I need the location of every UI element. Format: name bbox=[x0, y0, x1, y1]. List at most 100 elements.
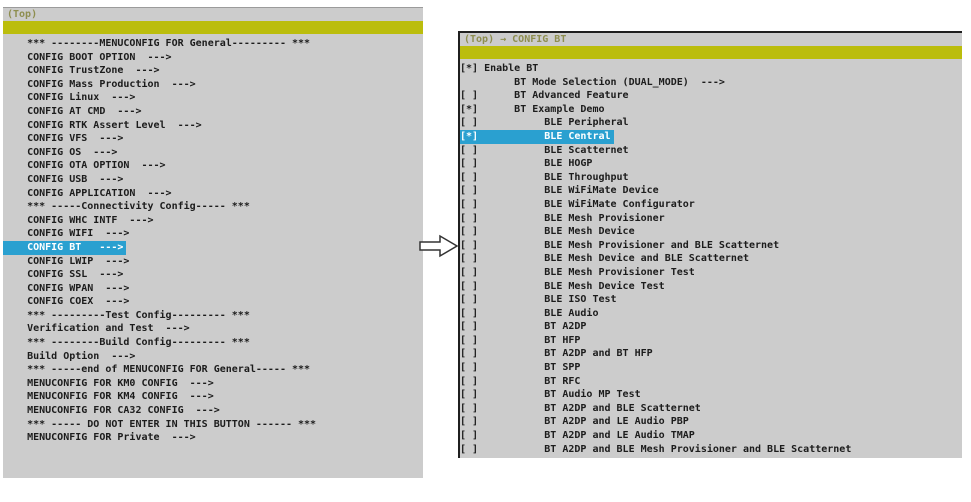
breadcrumb-left: (Top) bbox=[3, 8, 423, 21]
menu-item[interactable]: [ ] BLE Mesh Device and BLE Scatternet bbox=[460, 252, 962, 266]
menu-item[interactable]: [ ] BT A2DP bbox=[460, 320, 962, 334]
menu-item-text: [ ] BLE Scatternet bbox=[460, 144, 629, 156]
menu-item[interactable]: MENUCONFIG FOR CA32 CONFIG ---> bbox=[3, 404, 423, 418]
menu-item[interactable]: CONFIG OS ---> bbox=[3, 146, 423, 160]
separator-bar-right bbox=[460, 46, 962, 59]
menu-item-text: CONFIG SSL ---> bbox=[3, 269, 124, 281]
menu-item[interactable]: BT Mode Selection (DUAL_MODE) ---> bbox=[460, 76, 962, 90]
menuconfig-general-panel: (Top) *** --------MENUCONFIG FOR General… bbox=[3, 7, 423, 478]
menu-item[interactable]: CONFIG USB ---> bbox=[3, 173, 423, 187]
menu-item[interactable]: [ ] BLE WiFiMate Device bbox=[460, 184, 962, 198]
menu-item-text: CONFIG TrustZone ---> bbox=[3, 65, 160, 77]
menu-item[interactable]: [ ] BLE Mesh Provisioner and BLE Scatter… bbox=[460, 239, 962, 253]
menu-item-text: Build Option ---> bbox=[3, 350, 136, 362]
menu-item[interactable]: *** -----end of MENUCONFIG FOR General--… bbox=[3, 363, 423, 377]
menu-item[interactable]: CONFIG VFS ---> bbox=[3, 132, 423, 146]
menu-item[interactable]: [ ] BLE Mesh Device bbox=[460, 225, 962, 239]
menu-item[interactable]: *** ---------Test Config--------- *** bbox=[3, 309, 423, 323]
menu-item-text: CONFIG BOOT OPTION ---> bbox=[3, 51, 172, 63]
menu-item[interactable]: [*] BT Example Demo bbox=[460, 103, 962, 117]
menu-item[interactable]: *** -----Connectivity Config----- *** bbox=[3, 200, 423, 214]
selected-menu-item-text: CONFIG BT ---> bbox=[3, 240, 127, 255]
menu-item[interactable]: CONFIG RTK Assert Level ---> bbox=[3, 119, 423, 133]
menu-item-text: [ ] BLE HOGP bbox=[460, 158, 593, 170]
menu-item[interactable]: [ ] BT A2DP and BT HFP bbox=[460, 347, 962, 361]
menu-item-text: CONFIG OS ---> bbox=[3, 146, 118, 158]
menu-item[interactable]: [ ] BLE Throughput bbox=[460, 171, 962, 185]
menu-item[interactable]: [*] BLE Central bbox=[460, 129, 962, 144]
menu-item[interactable]: [ ] BLE Scatternet bbox=[460, 144, 962, 158]
menu-item-text: CONFIG APPLICATION ---> bbox=[3, 187, 172, 199]
menu-item-text: CONFIG Linux ---> bbox=[3, 92, 136, 104]
menu-item[interactable]: [ ] BLE ISO Test bbox=[460, 293, 962, 307]
menu-item[interactable]: [ ] BT RFC bbox=[460, 375, 962, 389]
menu-item[interactable]: *** ----- DO NOT ENTER IN THIS BUTTON --… bbox=[3, 418, 423, 432]
menu-item[interactable]: *** --------MENUCONFIG FOR General------… bbox=[3, 37, 423, 51]
menu-item[interactable]: MENUCONFIG FOR KM4 CONFIG ---> bbox=[3, 390, 423, 404]
menu-item-text: MENUCONFIG FOR CA32 CONFIG ---> bbox=[3, 405, 220, 417]
menu-item-text: [ ] BLE Mesh Provisioner bbox=[460, 212, 665, 224]
menu-item-text: Verification and Test ---> bbox=[3, 323, 190, 335]
menu-item-text: CONFIG VFS ---> bbox=[3, 133, 124, 145]
menu-item-text: CONFIG LWIP ---> bbox=[3, 255, 130, 267]
menu-item-text: CONFIG USB ---> bbox=[3, 173, 124, 185]
menu-item[interactable]: [ ] BT A2DP and BLE Mesh Provisioner and… bbox=[460, 443, 962, 457]
menu-item[interactable]: CONFIG LWIP ---> bbox=[3, 255, 423, 269]
menu-item[interactable]: [*] Enable BT bbox=[460, 62, 962, 76]
menu-item[interactable]: CONFIG TrustZone ---> bbox=[3, 64, 423, 78]
menu-item[interactable]: Build Option ---> bbox=[3, 350, 423, 364]
menu-item-text: [ ] BT RFC bbox=[460, 375, 581, 387]
menu-item-text: [ ] BT A2DP and LE Audio TMAP bbox=[460, 430, 695, 442]
menu-item-text: MENUCONFIG FOR KM4 CONFIG ---> bbox=[3, 391, 214, 403]
menu-item-text: [ ] BT A2DP and BLE Mesh Provisioner and… bbox=[460, 443, 852, 455]
menu-item-text: MENUCONFIG FOR KM0 CONFIG ---> bbox=[3, 377, 214, 389]
menu-item[interactable]: MENUCONFIG FOR Private ---> bbox=[3, 431, 423, 445]
menu-item-text: [ ] BT A2DP and BLE Scatternet bbox=[460, 402, 701, 414]
menu-item-text: [ ] BT A2DP bbox=[460, 321, 587, 333]
menu-item[interactable]: CONFIG WHC INTF ---> bbox=[3, 214, 423, 228]
menu-item-text: [ ] BT A2DP and BT HFP bbox=[460, 348, 653, 360]
menu-item[interactable]: CONFIG Linux ---> bbox=[3, 91, 423, 105]
menu-list-general: *** --------MENUCONFIG FOR General------… bbox=[3, 34, 423, 445]
menu-item[interactable]: [ ] BT A2DP and LE Audio PBP bbox=[460, 415, 962, 429]
menu-item[interactable]: [ ] BT A2DP and LE Audio TMAP bbox=[460, 429, 962, 443]
menu-item[interactable]: Verification and Test ---> bbox=[3, 322, 423, 336]
menu-item[interactable]: [ ] BLE Audio bbox=[460, 307, 962, 321]
menu-item-text: [ ] BT A2DP and LE Audio PBP bbox=[460, 416, 689, 428]
breadcrumb-right: (Top) → CONFIG BT bbox=[460, 33, 962, 46]
separator-bar-left bbox=[3, 21, 423, 34]
menu-item[interactable]: [ ] BT A2DP and BLE Scatternet bbox=[460, 402, 962, 416]
menu-item[interactable]: [ ] BLE Mesh Provisioner bbox=[460, 212, 962, 226]
menu-item-text: [ ] BT Audio MP Test bbox=[460, 389, 641, 401]
menu-item[interactable]: CONFIG AT CMD ---> bbox=[3, 105, 423, 119]
menu-item[interactable]: MENUCONFIG FOR KM0 CONFIG ---> bbox=[3, 377, 423, 391]
menu-item[interactable]: [ ] BT HFP bbox=[460, 334, 962, 348]
menu-item-text: CONFIG WHC INTF ---> bbox=[3, 214, 154, 226]
menu-item[interactable]: [ ] BLE Mesh Provisioner Test bbox=[460, 266, 962, 280]
menu-item[interactable]: [ ] BT Advanced Feature bbox=[460, 89, 962, 103]
menu-item[interactable]: CONFIG BOOT OPTION ---> bbox=[3, 51, 423, 65]
menu-item[interactable]: CONFIG Mass Production ---> bbox=[3, 78, 423, 92]
menu-item[interactable]: *** --------Build Config--------- *** bbox=[3, 336, 423, 350]
menu-item-text: *** -----Connectivity Config----- *** bbox=[3, 201, 250, 213]
menu-item[interactable]: CONFIG COEX ---> bbox=[3, 295, 423, 309]
menu-item[interactable]: CONFIG WPAN ---> bbox=[3, 282, 423, 296]
selected-menu-item-text: [*] BLE Central bbox=[460, 129, 614, 144]
menu-item-text: CONFIG AT CMD ---> bbox=[3, 105, 142, 117]
menu-item[interactable]: CONFIG OTA OPTION ---> bbox=[3, 159, 423, 173]
menu-item[interactable]: [ ] BT SPP bbox=[460, 361, 962, 375]
menu-item[interactable]: [ ] BLE Mesh Device Test bbox=[460, 280, 962, 294]
menu-item[interactable]: CONFIG WIFI ---> bbox=[3, 227, 423, 241]
menu-item[interactable]: [ ] BLE HOGP bbox=[460, 157, 962, 171]
menu-item[interactable]: [ ] BT Audio MP Test bbox=[460, 388, 962, 402]
menu-item-text: CONFIG COEX ---> bbox=[3, 296, 130, 308]
menu-item-text: CONFIG Mass Production ---> bbox=[3, 78, 196, 90]
menu-item[interactable]: [ ] BLE WiFiMate Configurator bbox=[460, 198, 962, 212]
menu-item-text: CONFIG RTK Assert Level ---> bbox=[3, 119, 202, 131]
menu-item[interactable]: CONFIG APPLICATION ---> bbox=[3, 187, 423, 201]
menu-item[interactable]: [ ] BLE Peripheral bbox=[460, 116, 962, 130]
menu-item-text: [ ] BLE Mesh Device and BLE Scatternet bbox=[460, 253, 749, 265]
menu-item[interactable]: CONFIG BT ---> bbox=[3, 240, 423, 255]
menu-item[interactable]: CONFIG SSL ---> bbox=[3, 268, 423, 282]
menu-item-text: [ ] BLE Mesh Device Test bbox=[460, 280, 665, 292]
